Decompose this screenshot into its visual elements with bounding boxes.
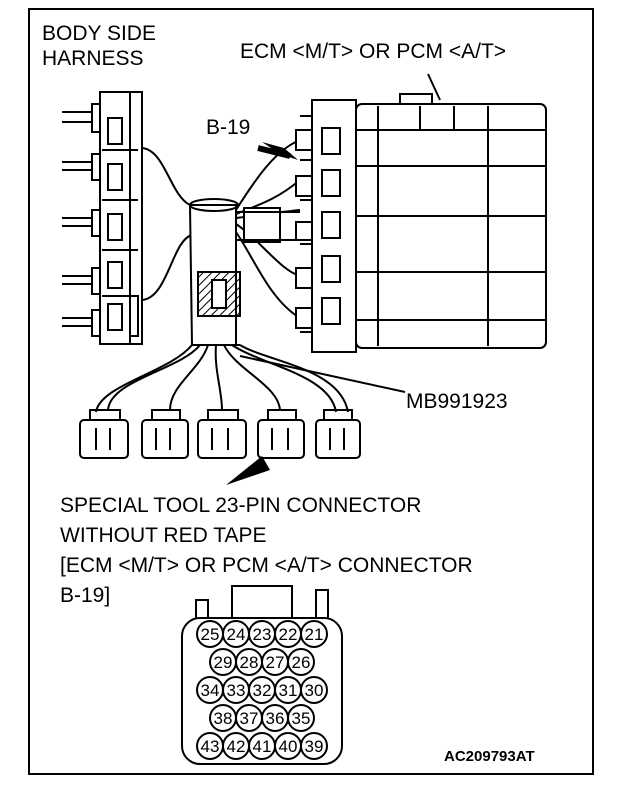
- junction-tube: [188, 198, 241, 346]
- body-side-wires: [62, 111, 92, 327]
- special-tool-arrow-icon: [226, 456, 270, 485]
- pin-label-35: 35: [292, 709, 311, 728]
- pin-label-33: 33: [227, 681, 246, 700]
- b19-arrow-shaft: [257, 145, 291, 159]
- figure-code: AC209793AT: [444, 748, 535, 765]
- pin-label-22: 22: [279, 625, 298, 644]
- body-side-connector: [91, 91, 143, 345]
- pin-label-39: 39: [305, 737, 324, 756]
- pin-label-34: 34: [201, 681, 220, 700]
- pin-label-30: 30: [305, 681, 324, 700]
- pin-label-40: 40: [279, 737, 298, 756]
- pin-label-21: 21: [305, 625, 324, 644]
- pin-circle-39: [300, 732, 328, 760]
- pin-label-37: 37: [240, 709, 259, 728]
- pin-circle-26: [287, 648, 315, 676]
- pin-label-27: 27: [266, 653, 285, 672]
- mb-part-label: MB991923: [406, 390, 508, 413]
- special-tool-label-line2: WITHOUT RED TAPE: [60, 524, 267, 547]
- ecm-leader: [427, 73, 441, 101]
- special-tool-connectors: [79, 409, 361, 459]
- pin-label-29: 29: [214, 653, 233, 672]
- pin-label-23: 23: [253, 625, 272, 644]
- ecm-cables: [235, 139, 301, 319]
- pin-label-26: 26: [292, 653, 311, 672]
- special-tool-label-line4: B-19]: [60, 584, 111, 607]
- pin-label-28: 28: [240, 653, 259, 672]
- body-side-cables: [141, 147, 193, 301]
- pin-label-41: 41: [253, 737, 272, 756]
- special-tool-label-line3: [ECM <M/T> OR PCM <A/T> CONNECTOR: [60, 554, 473, 577]
- ecm-unit: [295, 93, 547, 353]
- pin-label-36: 36: [266, 709, 285, 728]
- b19-label: B-19: [206, 116, 251, 139]
- pin-label-25: 25: [201, 625, 220, 644]
- pin-label-31: 31: [279, 681, 298, 700]
- pin-label-24: 24: [227, 625, 246, 644]
- pin-label-43: 43: [201, 737, 220, 756]
- fanout-cables: [95, 344, 349, 413]
- special-tool-label-line1: SPECIAL TOOL 23-PIN CONNECTOR: [60, 494, 422, 517]
- pin-label-38: 38: [214, 709, 233, 728]
- pin-circle-21: [300, 620, 328, 648]
- body-side-label-line2: HARNESS: [42, 47, 144, 70]
- ecm-title-label: ECM <M/T> OR PCM <A/T>: [240, 40, 507, 63]
- pin-circle-30: [300, 676, 328, 704]
- connector-pins: 25 24 23 22 21 29 28 27 26 34 33 32 31 30 38 37 36 35 43 42…: [196, 620, 328, 760]
- pin-label-32: 32: [253, 681, 272, 700]
- body-side-label-line1: BODY SIDE: [42, 22, 156, 45]
- pin-circle-35: [287, 704, 315, 732]
- pin-label-42: 42: [227, 737, 246, 756]
